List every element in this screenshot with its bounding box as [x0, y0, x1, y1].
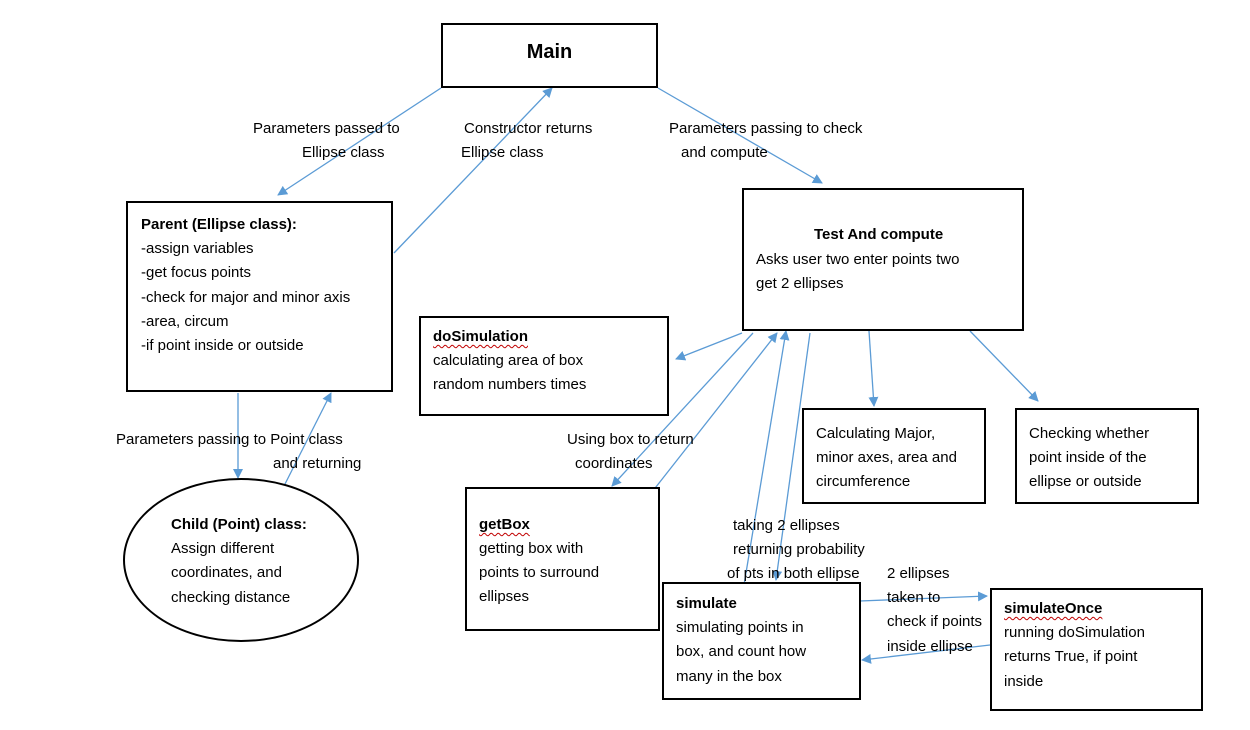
simulate-title: simulate — [676, 595, 737, 612]
parent-line-1: -assign variables — [141, 240, 254, 257]
major-minor-box: Calculating Major, minor axes, area and … — [802, 408, 986, 504]
getbox-line-1: getting box with — [479, 540, 584, 557]
major-line-1: Calculating Major, — [816, 425, 936, 442]
label-two-ellipses-3: check if points — [887, 613, 983, 630]
label-params-check-1: Parameters passing to check — [669, 120, 863, 137]
label-constructor-returns-2: Ellipse class — [461, 144, 544, 161]
getbox-title: getBox — [479, 516, 530, 533]
dosim-line-1: calculating area of box — [433, 352, 584, 369]
label-using-box-1: Using box to return — [567, 431, 694, 448]
label-params-point-1: Parameters passing to Point class — [116, 431, 343, 448]
test-compute-box: Test And compute Asks user two enter poi… — [742, 188, 1024, 331]
parent-title: Parent (Ellipse class): — [141, 216, 297, 233]
dosimulation-box: doSimulation calculating area of box ran… — [419, 316, 669, 416]
simulate-line-2: box, and count how — [676, 643, 807, 660]
test-title: Test And compute — [814, 226, 944, 243]
major-line-2: minor axes, area and — [816, 449, 957, 466]
checking-line-1: Checking whether — [1029, 425, 1150, 442]
arrow-getbox-to-test — [651, 332, 778, 493]
main-box: Main — [441, 23, 658, 88]
dosim-line-2: random numbers times — [433, 376, 587, 393]
child-title: Child (Point) class: — [171, 516, 307, 533]
main-title: Main — [526, 41, 573, 63]
arrow-parent-to-main — [393, 87, 553, 254]
arrow-test-to-major — [868, 330, 879, 407]
checking-line-2: point inside of the — [1029, 449, 1147, 466]
parent-line-4: -area, circum — [141, 313, 229, 330]
child-line-3: checking distance — [171, 589, 291, 606]
label-params-check-2: and compute — [681, 144, 768, 161]
simonce-title: simulateOnce — [1004, 600, 1103, 617]
label-two-ellipses-2: taken to — [887, 589, 941, 606]
label-params-to-ellipse-2: Ellipse class — [302, 144, 385, 161]
getbox-line-3: ellipses — [479, 588, 530, 605]
dosim-title: doSimulation — [433, 328, 528, 345]
label-params-point-2: and returning — [273, 455, 362, 472]
label-constructor-returns-1: Constructor returns — [464, 120, 593, 137]
child-line-2: coordinates, and — [171, 564, 282, 581]
simulate-box: simulate simulating points in box, and c… — [662, 582, 861, 700]
label-params-to-ellipse-1: Parameters passed to — [253, 120, 400, 137]
simonce-line-3: inside — [1004, 673, 1044, 690]
checking-point-box: Checking whether point inside of the ell… — [1015, 408, 1199, 504]
simulate-line-3: many in the box — [676, 668, 782, 685]
test-line-1: Asks user two enter points two — [756, 251, 960, 268]
simonce-line-2: returns True, if point — [1004, 648, 1138, 665]
simulate-line-1: simulating points in — [676, 619, 804, 636]
child-line-1: Assign different — [171, 540, 275, 557]
label-taking-ellipses-2: returning probability — [733, 541, 865, 558]
getbox-line-2: points to surround — [479, 564, 600, 581]
label-taking-ellipses-1: taking 2 ellipses — [733, 517, 840, 534]
arrow-test-to-checking — [969, 330, 1039, 402]
getbox-box: getBox getting box with points to surrou… — [465, 487, 660, 631]
arrow-test-to-dosim — [675, 332, 743, 361]
parent-box: Parent (Ellipse class): -assign variable… — [126, 201, 393, 392]
label-two-ellipses-4: inside ellipse — [887, 638, 973, 655]
test-line-2: get 2 ellipses — [756, 275, 844, 292]
label-using-box-2: coordinates — [575, 455, 653, 472]
child-ellipse: Child (Point) class: Assign different co… — [123, 478, 359, 642]
label-two-ellipses-1: 2 ellipses — [887, 565, 950, 582]
simulateonce-box: simulateOnce running doSimulation return… — [990, 588, 1203, 711]
simonce-line-1: running doSimulation — [1004, 624, 1145, 641]
label-taking-ellipses-3: of pts in both ellipse — [727, 565, 860, 582]
checking-line-3: ellipse or outside — [1029, 473, 1142, 490]
parent-line-3: -check for major and minor axis — [141, 289, 351, 306]
major-line-3: circumference — [816, 473, 911, 490]
parent-line-2: -get focus points — [141, 264, 252, 281]
parent-line-5: -if point inside or outside — [141, 337, 304, 354]
